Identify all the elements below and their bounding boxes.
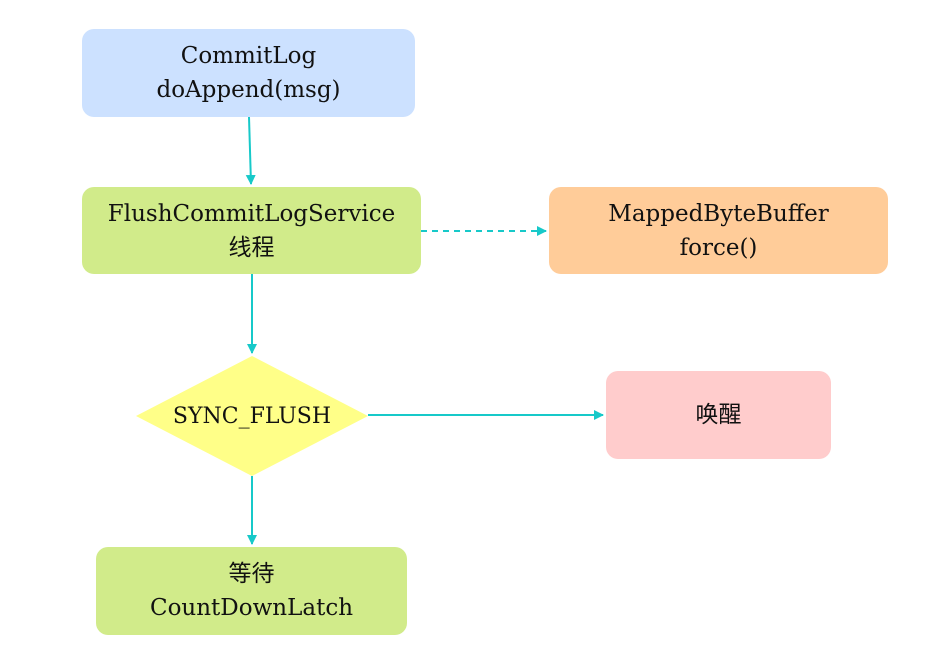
flush-service-title: FlushCommitLogService <box>107 200 396 227</box>
mapped-byte-buffer-node: MappedByteBuffer force() <box>549 187 888 274</box>
wakeup-label: 唤醒 <box>695 402 742 428</box>
sync-flush-label: SYNC_FLUSH <box>172 403 332 429</box>
flush-service-subtitle: 线程 <box>228 234 275 261</box>
wait-node: 等待 CountDownLatch <box>96 547 407 635</box>
commitlog-title: CommitLog <box>180 43 317 69</box>
sync-flush-decision <box>136 356 368 476</box>
commitlog-node: CommitLog doAppend(msg) <box>82 29 415 117</box>
commitlog-method: doAppend(msg) <box>156 77 341 103</box>
wait-title: 等待 <box>228 561 275 587</box>
wakeup-node: 唤醒 <box>606 371 831 459</box>
mapped-buffer-method: force() <box>679 234 758 261</box>
flush-commitlog-service-node: FlushCommitLogService 线程 <box>82 187 421 274</box>
mapped-buffer-title: MappedByteBuffer <box>608 200 829 227</box>
arrow-commitlog-to-flush <box>245 116 256 185</box>
wait-latch: CountDownLatch <box>149 595 354 621</box>
